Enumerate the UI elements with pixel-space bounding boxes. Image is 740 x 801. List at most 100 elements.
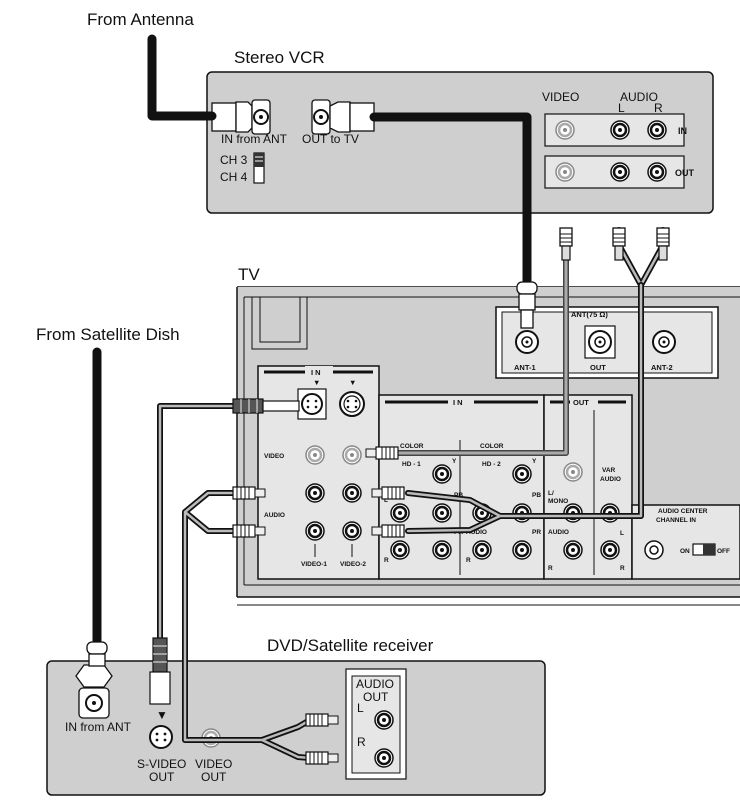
- tv-var-audio-label: AUDIO: [600, 476, 621, 483]
- vcr-ch4-label: CH 4: [220, 170, 248, 184]
- vcr-audio-r-out-jack[interactable]: [646, 161, 668, 183]
- cable-plugs: [86, 227, 670, 765]
- dvd-video-label: VIDEO: [195, 757, 232, 771]
- tv-hd1-pb-jack[interactable]: [431, 502, 453, 524]
- tv-video1-audio-l-jack[interactable]: [304, 482, 326, 504]
- dvd-audio-r-jack[interactable]: [373, 747, 395, 769]
- tv-hd1-pr-jack[interactable]: [431, 539, 453, 561]
- tv-video2-label: VIDEO-2: [340, 561, 366, 568]
- stereo-vcr: IN from ANT OUT to TV CH 3 CH 4 VIDEO AU…: [206, 71, 714, 214]
- tv-channel-in-label: CHANNEL IN: [656, 517, 696, 524]
- tv-out-audio-r-jack[interactable]: [562, 539, 584, 561]
- dvd-r-label: R: [357, 735, 366, 749]
- tv-in-left-label: I N: [311, 368, 321, 377]
- dvd-svideo-out-label: OUT: [149, 770, 175, 784]
- tv-color2-label: COLOR: [480, 443, 504, 450]
- tv-rear-panel: ANT(75 Ω) ANT-1 OUT ANT-2 I N ▼ ▼: [236, 286, 740, 606]
- dvd-audio-label: AUDIO: [356, 677, 394, 691]
- tv-ant2-label: ANT-2: [651, 363, 673, 372]
- tv-y2-label: Y: [532, 458, 537, 465]
- tv-video-label: VIDEO: [264, 453, 284, 460]
- vcr-video-out-jack[interactable]: [554, 161, 576, 183]
- tv-pr2-label: PR: [532, 529, 541, 536]
- arrow-down-icon: ▼: [156, 708, 168, 722]
- tv-video2-audio-r-jack[interactable]: [341, 520, 363, 542]
- dvd-in-from-ant-label: IN from ANT: [65, 720, 132, 734]
- tv-ant75-label: ANT(75 Ω): [571, 310, 608, 319]
- tv-hd2-label: HD - 2: [482, 461, 501, 468]
- dvd-svideo-label: S-VIDEO: [137, 757, 186, 771]
- tv-hd1-audio-r-jack[interactable]: [389, 539, 411, 561]
- tv-audio-label: AUDIO: [264, 512, 285, 519]
- tv-label: TV: [238, 265, 260, 284]
- vcr-in-label: IN: [678, 126, 687, 136]
- dvd-l-label: L: [357, 701, 364, 715]
- tv-ant-out-connector[interactable]: [584, 325, 616, 359]
- tv-r1-label: R: [384, 557, 389, 564]
- tv-in-mid-label: I N: [453, 398, 463, 407]
- antenna-cable: [147, 34, 217, 121]
- vcr-audio-l-in-jack[interactable]: [609, 119, 631, 141]
- tv-ant-out-label: OUT: [590, 363, 606, 372]
- tv-video1-audio-r-jack[interactable]: [304, 520, 326, 542]
- tv-hd1-audio-l-jack[interactable]: [389, 502, 411, 524]
- tv-video2-audio-l-jack[interactable]: [341, 482, 363, 504]
- vcr-audio-l-out-jack[interactable]: [609, 161, 631, 183]
- vcr-audio-r-in-jack[interactable]: [646, 119, 668, 141]
- tv-center-switch[interactable]: [692, 543, 716, 556]
- dvd-svideo-jack[interactable]: [149, 725, 173, 749]
- tv-hd2-pr-jack[interactable]: [511, 539, 533, 561]
- tv-hd1-label: HD - 1: [402, 461, 421, 468]
- dvd-out-label: OUT: [363, 690, 389, 704]
- tv-video2-jack[interactable]: [341, 444, 363, 466]
- vcr-out-to-tv-label: OUT to TV: [302, 132, 359, 146]
- tv-ant2-connector[interactable]: [652, 330, 676, 354]
- tv-hd1-y-jack[interactable]: [431, 463, 453, 485]
- tv-out-audio-label: AUDIO: [548, 529, 569, 536]
- tv-out-r-label: R: [548, 565, 553, 572]
- tv-svideo1-jack[interactable]: [297, 388, 327, 420]
- from-antenna-label: From Antenna: [87, 10, 194, 29]
- vcr-channel-switch[interactable]: [253, 152, 265, 184]
- arrow-down-icon: ▼: [349, 378, 356, 387]
- dvd-ant-in-connector[interactable]: [75, 664, 113, 719]
- vcr-out-to-tv-connector[interactable]: [311, 99, 375, 135]
- vcr-in-from-ant-label: IN from ANT: [221, 132, 288, 146]
- vcr-audio-label: AUDIO: [620, 90, 658, 104]
- tv-hd2-audio-r-jack[interactable]: [471, 539, 493, 561]
- tv-audio2-label: AUDIO: [466, 529, 487, 536]
- tv-pb1-label: PB: [454, 492, 463, 499]
- tv-ant1-connector[interactable]: [515, 330, 539, 354]
- tv-mono-label: MONO: [548, 498, 568, 505]
- tv-y1-label: Y: [452, 458, 457, 465]
- dvd-audio-l-jack[interactable]: [373, 709, 395, 731]
- tv-off-label: OFF: [717, 548, 730, 555]
- tv-l1-label: L: [384, 497, 388, 504]
- tv-out-video-jack[interactable]: [562, 461, 584, 483]
- tv-video1-jack[interactable]: [304, 444, 326, 466]
- tv-color1-label: COLOR: [400, 443, 424, 450]
- vcr-ant-in-connector[interactable]: [211, 99, 271, 135]
- tv-video1-label: VIDEO-1: [301, 561, 327, 568]
- tv-pb2-label: PB: [532, 492, 541, 499]
- arrow-down-icon: ▼: [313, 378, 320, 387]
- vcr-to-tv-coax-cable: [369, 112, 532, 287]
- vcr-video-label: VIDEO: [542, 90, 579, 104]
- tv-var-label: VAR: [602, 467, 616, 474]
- tv-var-audio-r-jack[interactable]: [599, 539, 621, 561]
- tv-lmono-label: L/: [548, 490, 554, 497]
- vcr-video-in-jack[interactable]: [554, 119, 576, 141]
- from-satellite-dish-label: From Satellite Dish: [36, 325, 180, 344]
- dvd-video-out-label: OUT: [201, 770, 227, 784]
- vcr-audio-r-label: R: [654, 101, 663, 115]
- tv-var-l-label: L: [620, 530, 624, 537]
- tv-svideo2-jack[interactable]: [339, 391, 365, 417]
- tv-center-channel-jack[interactable]: [644, 540, 664, 560]
- tv-var-r-label: R: [620, 565, 625, 572]
- tv-on-label: ON: [680, 548, 690, 555]
- tv-hd2-y-jack[interactable]: [511, 463, 533, 485]
- tv-audio-center-label: AUDIO CENTER: [658, 508, 708, 515]
- tv-r2-label: R: [466, 557, 471, 564]
- stereo-vcr-label: Stereo VCR: [234, 48, 325, 67]
